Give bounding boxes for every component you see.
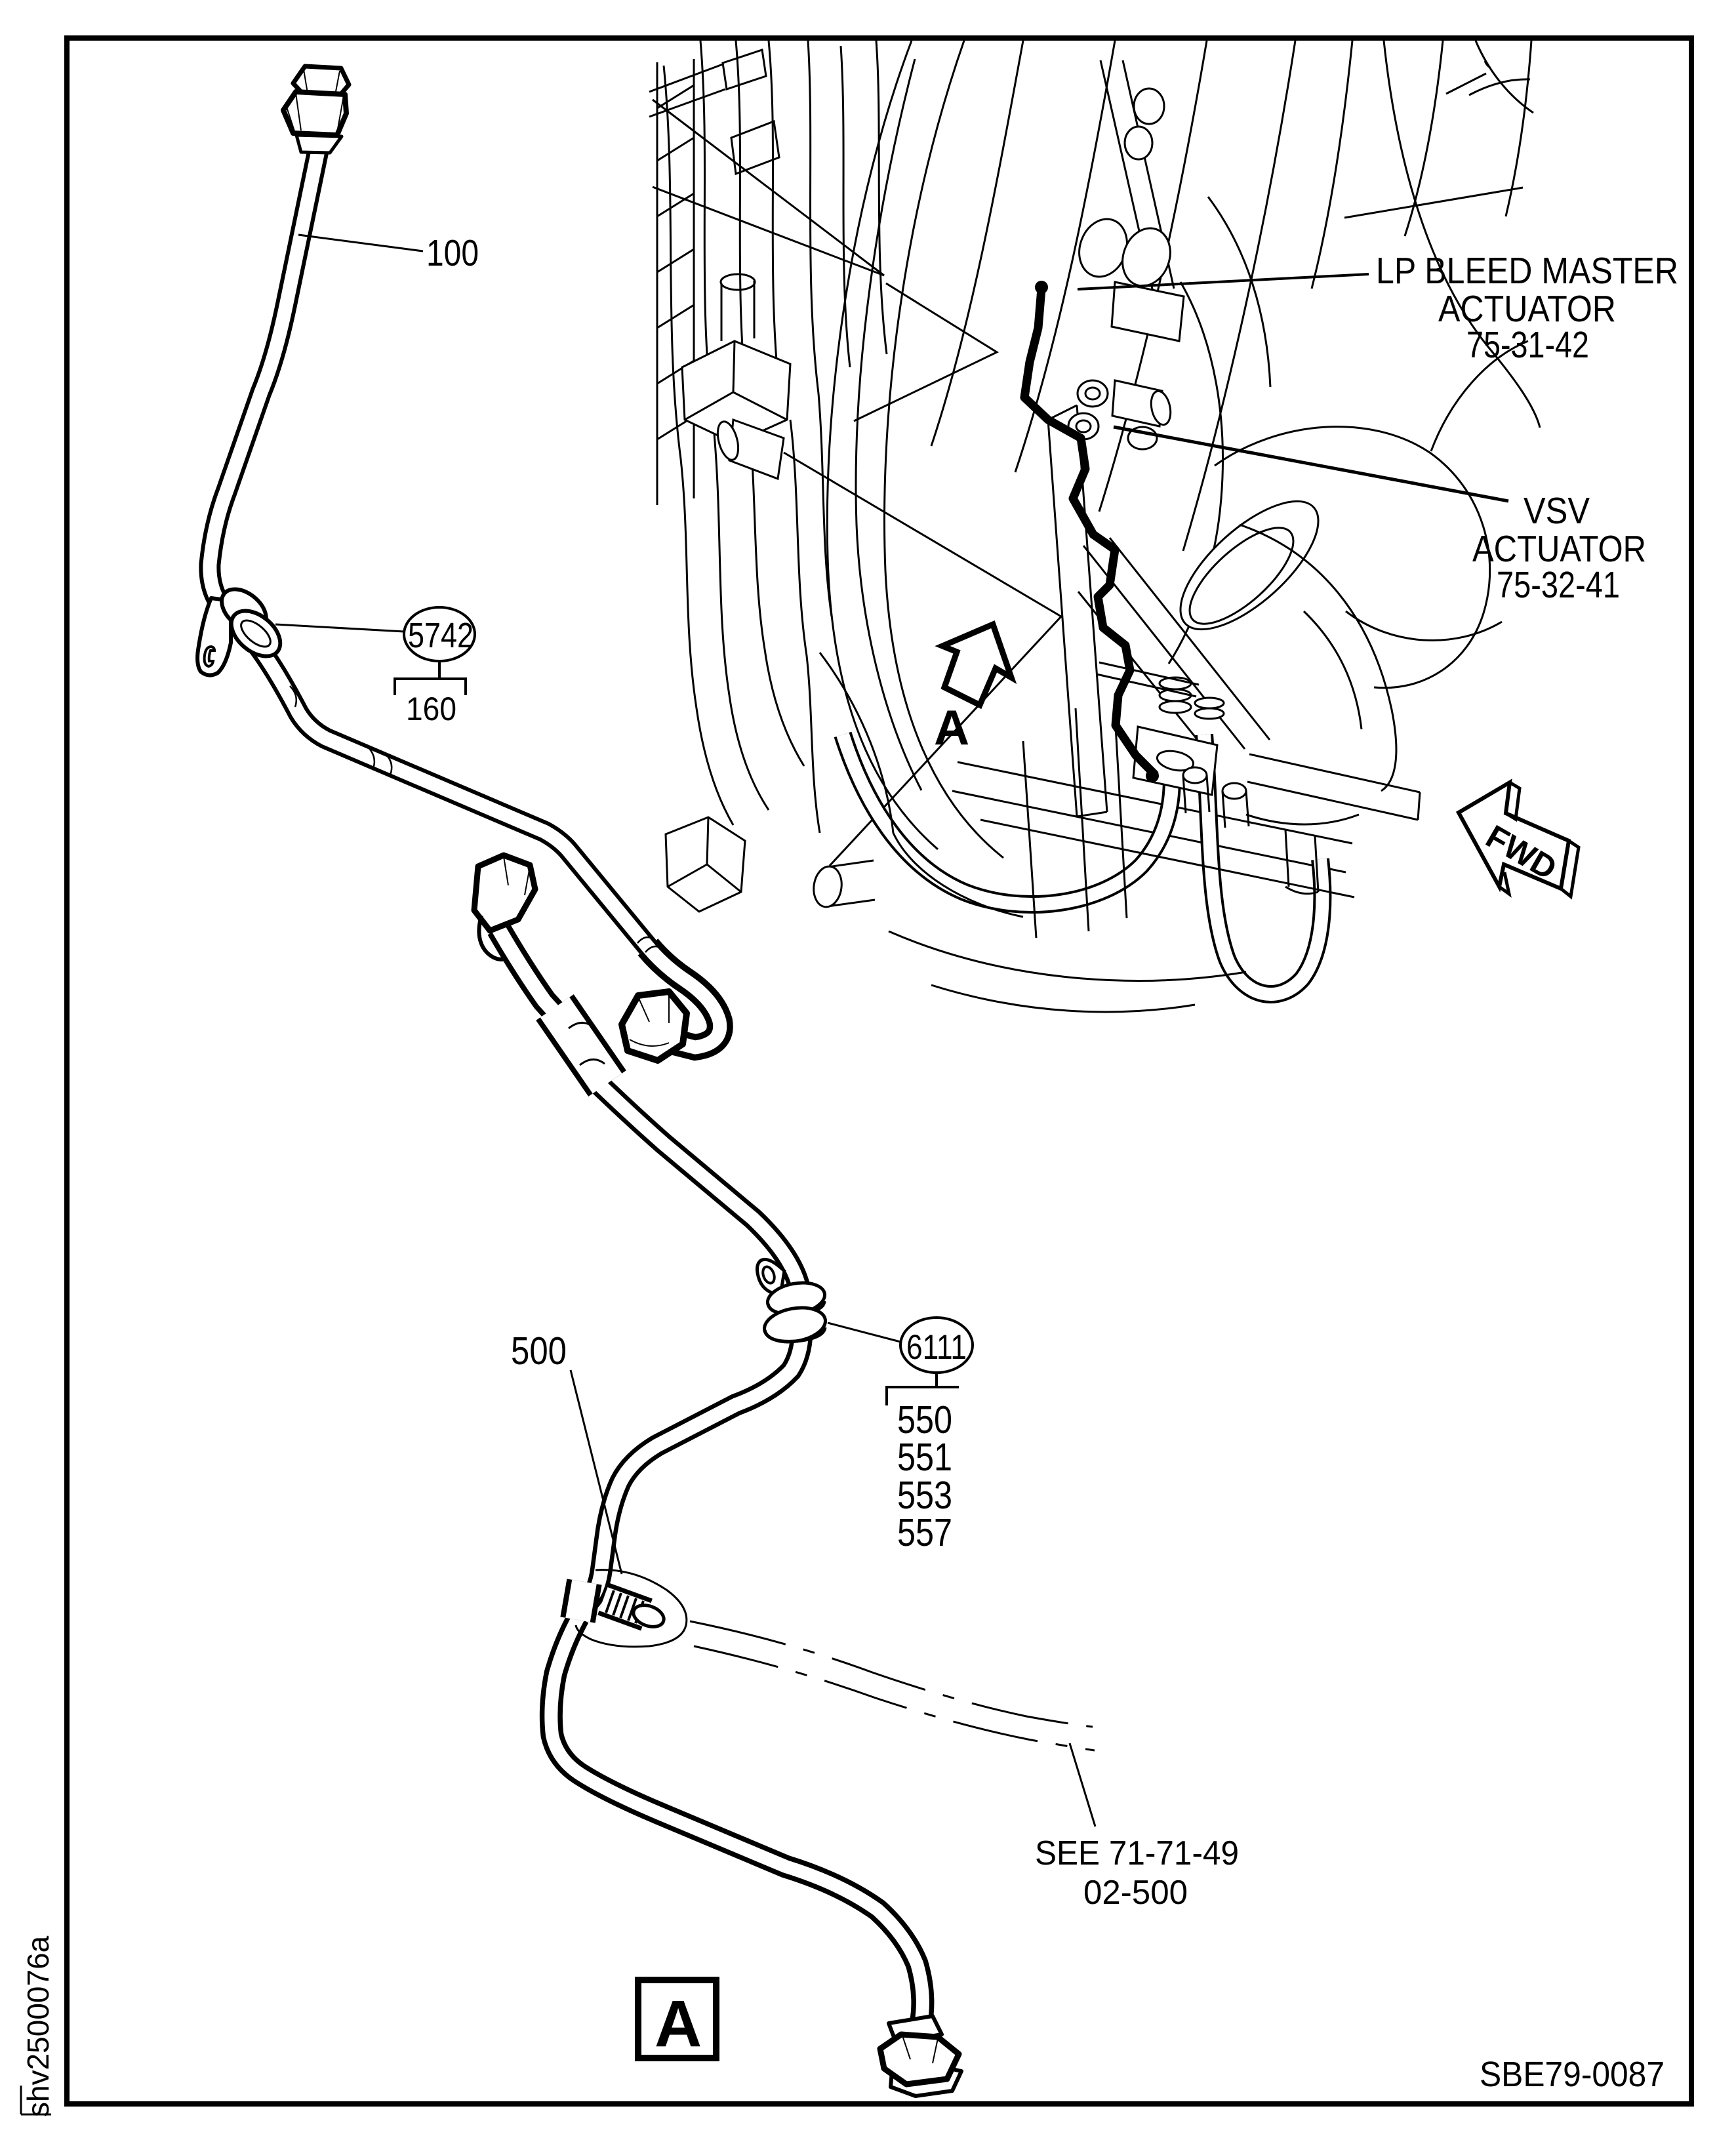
svg-text:6111: 6111 [906,1328,967,1367]
svg-text:LP BLEED MASTER: LP BLEED MASTER [1376,250,1678,292]
svg-text:553: 553 [897,1474,952,1517]
svg-text:550: 550 [897,1398,952,1442]
svg-text:02-500: 02-500 [1083,1874,1188,1912]
svg-text:5742: 5742 [408,616,474,655]
svg-text:ACTUATOR: ACTUATOR [1438,288,1616,330]
svg-text:551: 551 [897,1436,952,1479]
svg-text:SBE79-0087: SBE79-0087 [1480,2055,1665,2094]
svg-text:shv2500076a: shv2500076a [21,1935,55,2117]
svg-text:557: 557 [897,1511,952,1554]
svg-text:500: 500 [511,1329,567,1373]
svg-text:160: 160 [406,691,456,727]
svg-text:75-31-42: 75-31-42 [1466,324,1589,366]
svg-text:SEE 71-71-49: SEE 71-71-49 [1035,1834,1239,1872]
svg-text:A: A [655,1987,702,2061]
svg-text:ACTUATOR: ACTUATOR [1472,528,1646,570]
svg-text:100: 100 [426,232,479,274]
svg-text:75-32-41: 75-32-41 [1497,564,1620,606]
svg-text:A: A [934,700,969,755]
svg-text:VSV: VSV [1524,490,1590,532]
